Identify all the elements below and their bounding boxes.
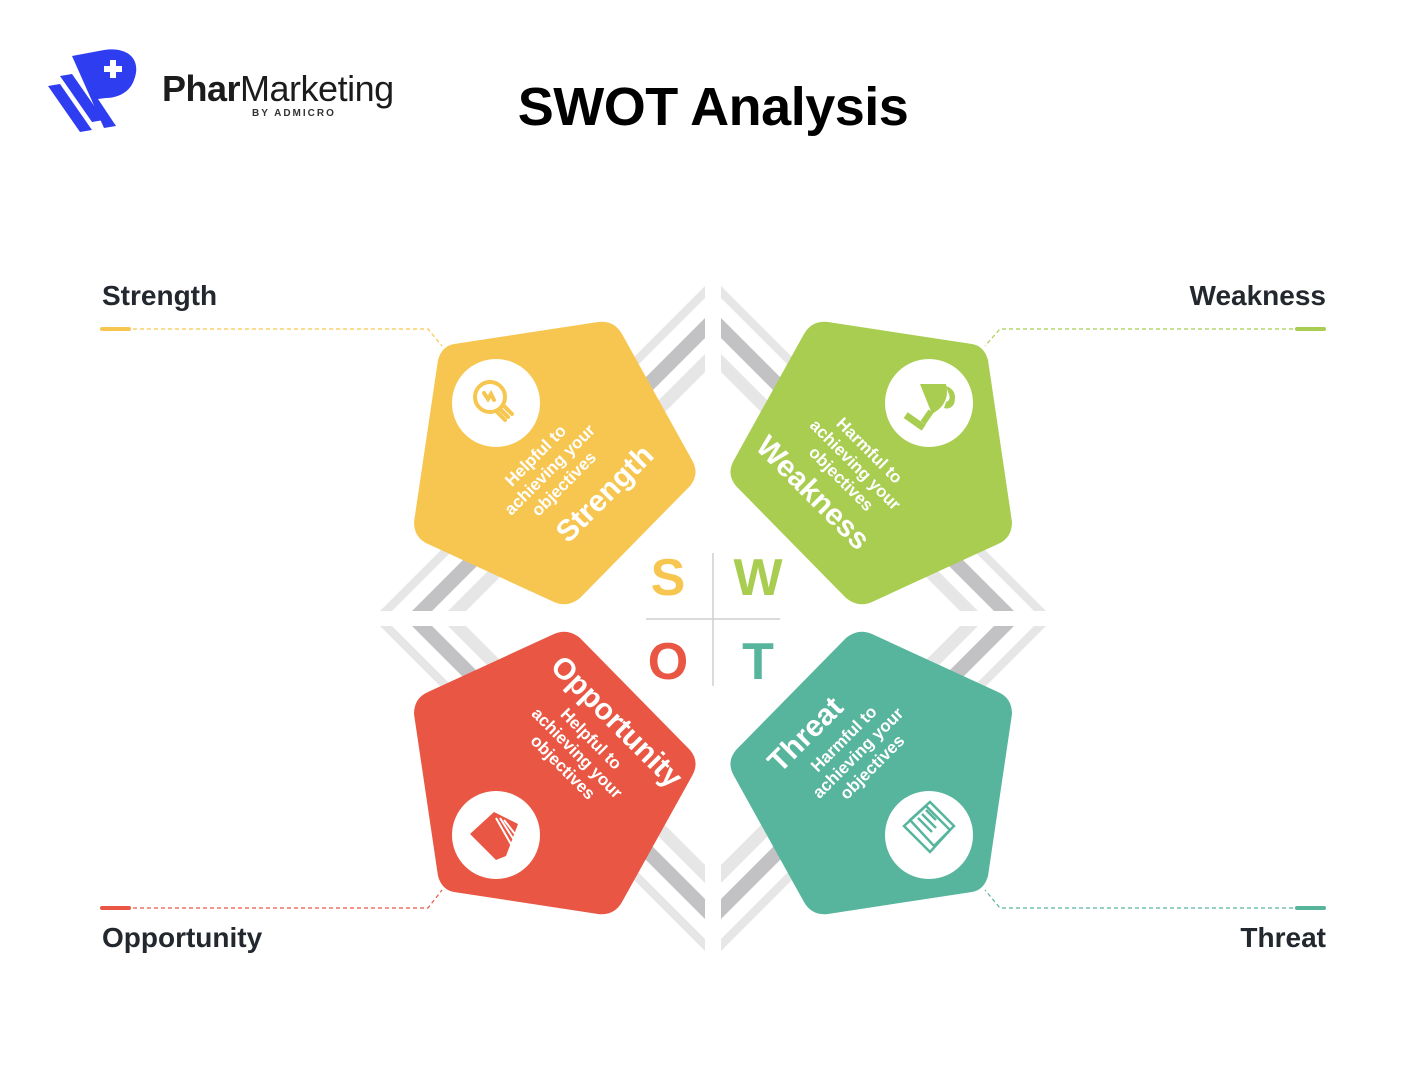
- brand-logo: PharMarketing BY ADMICRO: [46, 46, 446, 136]
- label-opportunity: Opportunity: [102, 922, 263, 953]
- page-title: SWOT Analysis: [517, 77, 909, 137]
- lightbulb-icon: [473, 380, 514, 422]
- threat-icon-circle: [885, 791, 973, 879]
- pharmarketing-logo-icon: [48, 49, 137, 132]
- connector-weakness: [984, 327, 1326, 347]
- strength-icon-circle: [452, 359, 540, 447]
- brand-name: PharMarketing: [162, 68, 394, 109]
- connector-opportunity: [100, 889, 443, 910]
- letter-t: T: [742, 633, 774, 691]
- brand-subtitle: BY ADMICRO: [252, 108, 336, 119]
- label-weakness: Weakness: [1189, 280, 1326, 311]
- label-threat: Threat: [1240, 922, 1326, 953]
- trophy-icon: [903, 384, 955, 431]
- tag-icon: [470, 812, 518, 860]
- letter-s: S: [650, 549, 686, 607]
- label-strength: Strength: [102, 280, 218, 311]
- documents-icon: [902, 800, 956, 854]
- connector-strength: [100, 327, 443, 347]
- letter-w: W: [733, 549, 783, 607]
- letter-o: O: [647, 633, 689, 691]
- connector-threat: [984, 889, 1326, 910]
